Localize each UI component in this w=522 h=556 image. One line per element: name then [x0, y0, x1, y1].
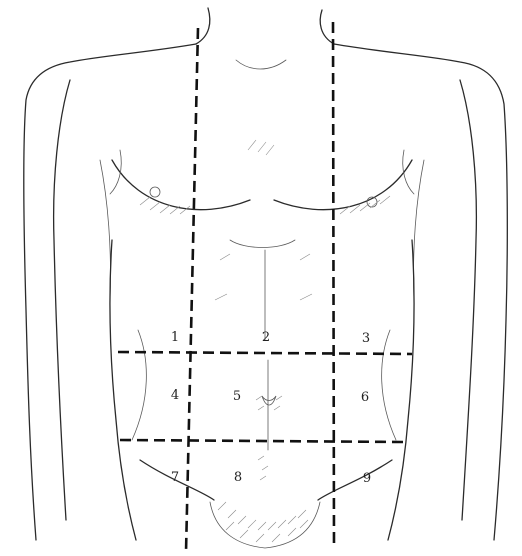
- region-label-5: 5: [233, 389, 241, 404]
- region-label-7: 7: [171, 470, 179, 485]
- upper-horizontal-dashed-line: [118, 352, 412, 354]
- region-label-1: 1: [171, 330, 179, 345]
- region-label-4: 4: [171, 388, 179, 403]
- region-label-9: 9: [363, 471, 371, 486]
- region-label-2: 2: [262, 330, 270, 345]
- right-vertical-dashed-line: [333, 22, 334, 548]
- region-label-8: 8: [234, 470, 242, 485]
- left-arm-outline: [24, 44, 196, 540]
- region-label-3: 3: [362, 331, 370, 346]
- neck-outline: [196, 8, 334, 69]
- chest-outline: [110, 140, 414, 214]
- left-vertical-dashed-line: [186, 28, 198, 552]
- region-label-6: 6: [361, 390, 369, 405]
- abdomen-outline: [132, 240, 396, 450]
- right-arm-outline: [334, 44, 507, 540]
- lower-horizontal-dashed-line: [120, 440, 404, 442]
